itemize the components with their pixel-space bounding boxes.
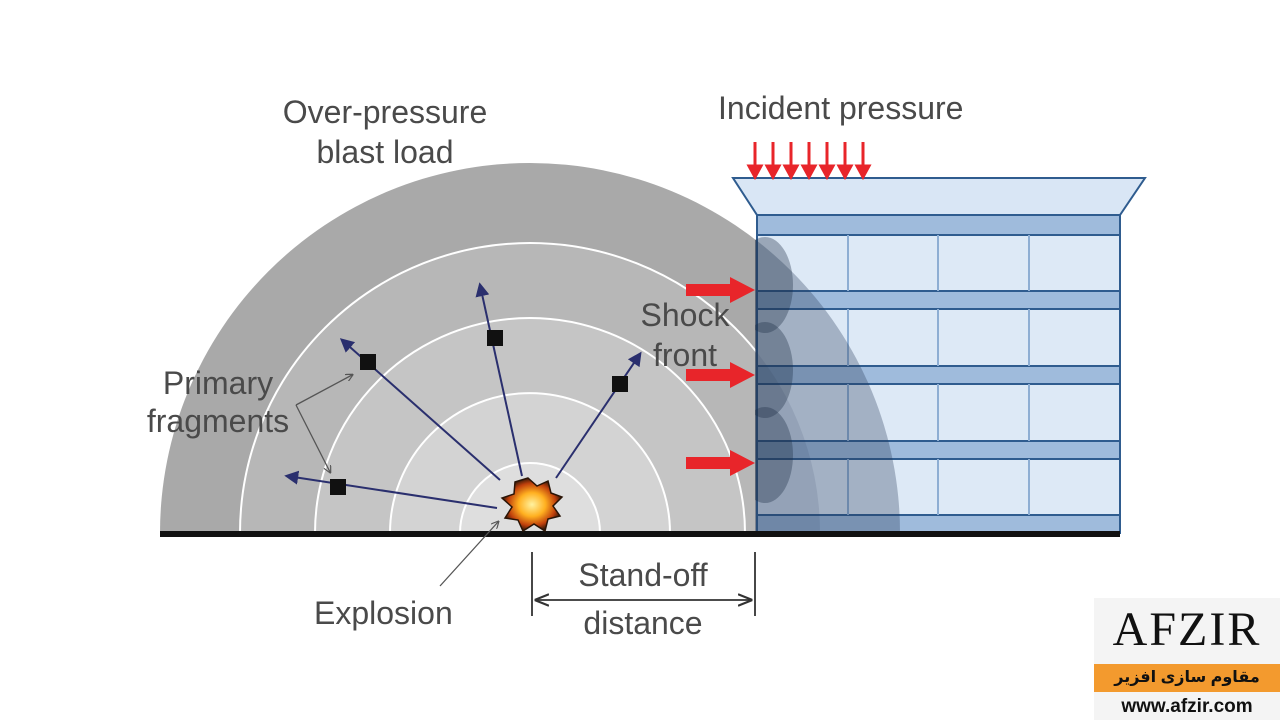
explosion-label: Explosion <box>314 595 453 631</box>
primary-fragments-label-line1: Primary <box>162 365 274 401</box>
fragment <box>330 479 346 495</box>
logo-tagline: مقاوم سازی افزیر <box>1094 664 1280 692</box>
logo-url: www.afzir.com <box>1121 696 1253 717</box>
overpressure-label-line1: Over-pressure <box>282 94 488 130</box>
pressure-bulge <box>755 322 793 418</box>
building-roof <box>731 177 1147 216</box>
incident-pressure-arrows <box>746 142 872 181</box>
standoff-dimension <box>531 552 756 616</box>
leader-lines <box>295 375 498 587</box>
primary-fragments-label-line2: fragments <box>146 403 290 439</box>
fragment <box>612 376 628 392</box>
fragment <box>360 354 376 370</box>
pressure-bulge <box>755 407 793 503</box>
floor-slab <box>756 214 1121 236</box>
shock-front-label-line2: front <box>652 337 718 373</box>
overpressure-label-line2: blast load <box>316 134 454 170</box>
reflected-pressure-arrows <box>686 277 755 476</box>
standoff-label-line2: distance <box>583 605 703 641</box>
logo-brand: AFZIR <box>1112 603 1262 656</box>
fragment <box>487 330 503 346</box>
explosion-burst <box>500 477 564 533</box>
building <box>731 177 1147 534</box>
pressure-bulge <box>755 237 793 333</box>
shock-front-overlay <box>755 239 900 533</box>
afzir-logo: AFZIR مقاوم سازی افزیر www.afzir.com <box>1094 598 1280 720</box>
shock-front-label-line1: Shock <box>640 297 730 333</box>
blast-zones <box>160 163 900 534</box>
fragments <box>330 330 628 495</box>
standoff-label-line1: Stand-off <box>578 557 708 593</box>
incident-pressure-label: Incident pressure <box>718 90 964 126</box>
